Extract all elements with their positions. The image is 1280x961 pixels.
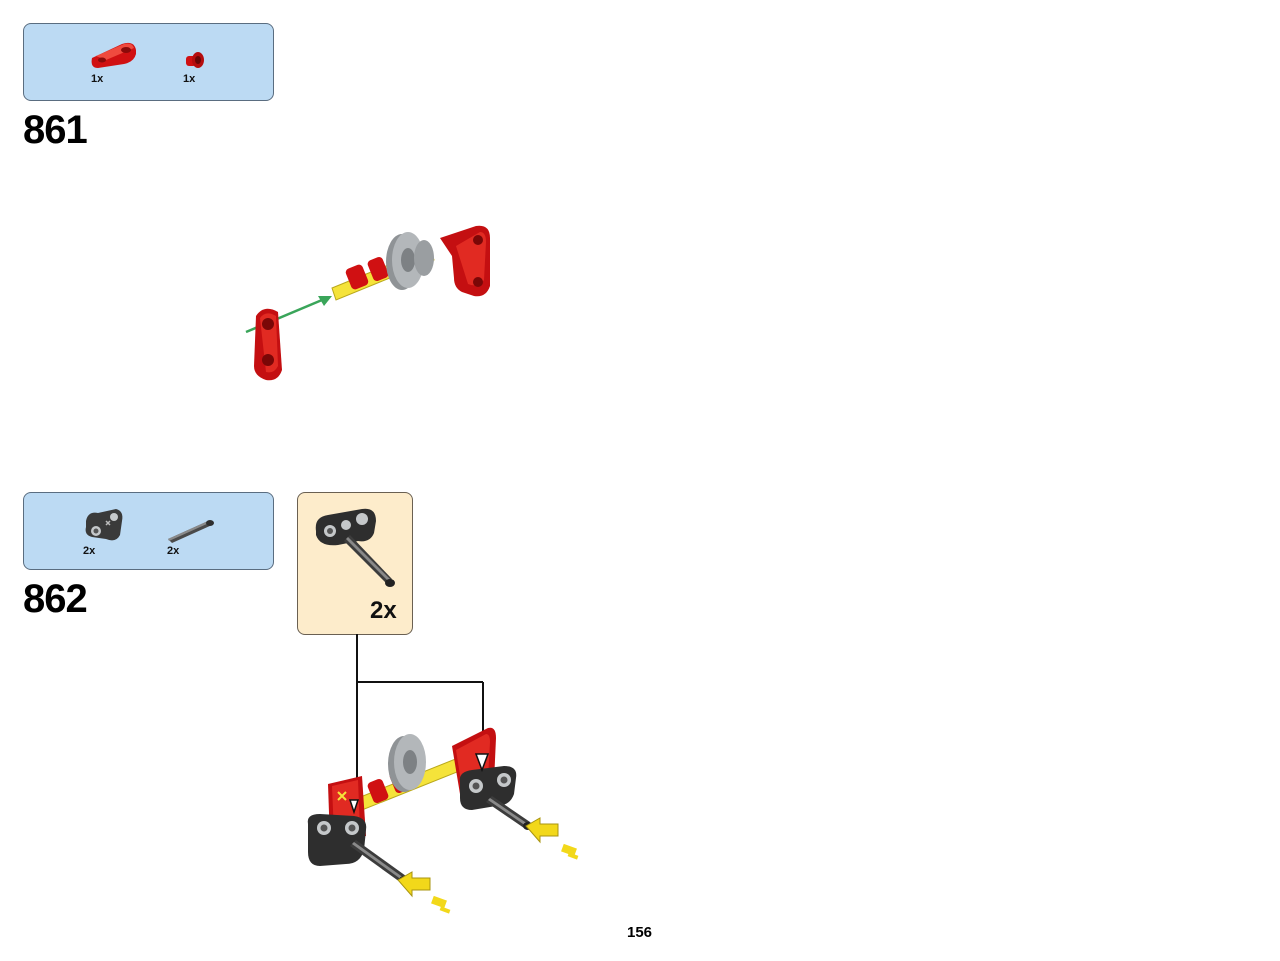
parts-list-box-861: 1x 1x — [23, 23, 274, 101]
page-number: 156 — [627, 924, 653, 941]
part-qty: 1x — [91, 73, 104, 85]
subassembly-callout: 2x — [297, 492, 413, 635]
part-qty: 2x — [167, 545, 180, 557]
step-862-assembly-illustration — [307, 727, 579, 914]
parts-list-box-862: 2x 2x — [23, 492, 274, 570]
part-qty: 1x — [183, 73, 196, 85]
dark-gray-axle-part-icon — [168, 520, 214, 543]
red-liftarm-part-icon — [91, 42, 136, 68]
step-number: 861 — [23, 108, 88, 152]
part-qty: 2x — [83, 545, 96, 557]
step-861-assembly-illustration — [245, 225, 490, 381]
subassembly-qty: 2x — [370, 597, 397, 624]
step-number: 862 — [23, 577, 88, 621]
red-connector-part-icon — [186, 52, 204, 68]
dark-gray-liftarm-part-icon — [85, 509, 123, 541]
subassembly-illustration — [315, 508, 395, 587]
